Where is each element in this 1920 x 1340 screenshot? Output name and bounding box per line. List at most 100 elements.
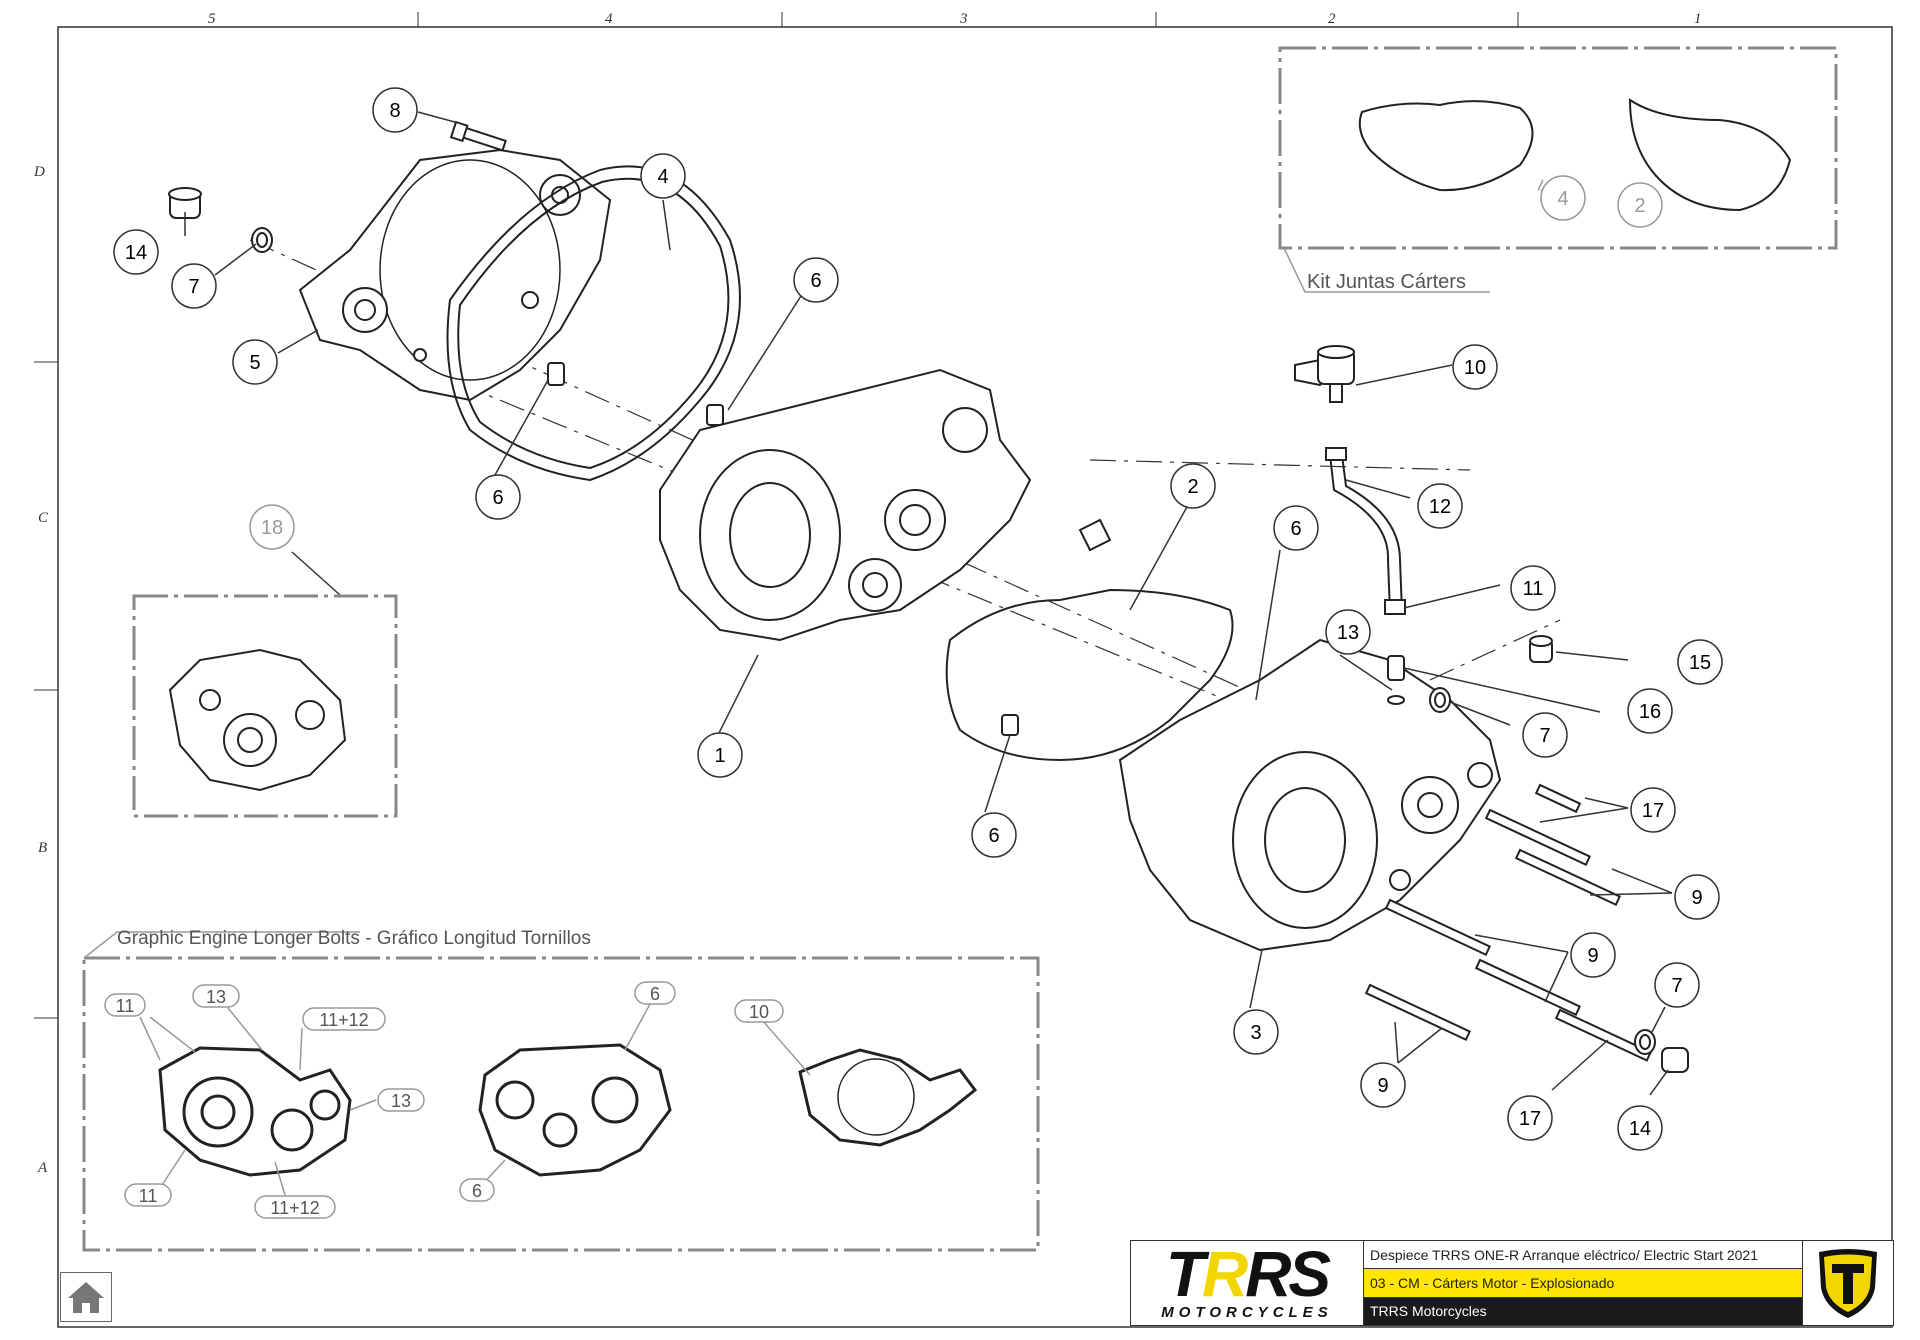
- tag-6-a: 6: [650, 984, 660, 1004]
- callout-4[interactable]: 4: [640, 153, 686, 199]
- svg-text:6: 6: [810, 270, 821, 292]
- grid-row-a: A: [37, 1160, 48, 1176]
- callout-9-c[interactable]: 9: [1360, 1062, 1406, 1108]
- svg-text:1: 1: [714, 745, 725, 767]
- home-button[interactable]: [60, 1272, 112, 1322]
- svg-text:5: 5: [249, 352, 260, 374]
- svg-text:14: 14: [125, 242, 147, 264]
- grid-col-4: 4: [605, 11, 613, 27]
- crankcase-thumbnail: [168, 648, 347, 792]
- callout-6-b[interactable]: 6: [475, 474, 521, 520]
- svg-text:6: 6: [1290, 518, 1301, 540]
- tag-6-b: 6: [472, 1181, 482, 1201]
- svg-text:9: 9: [1691, 887, 1702, 909]
- part-breather-tube: [1325, 447, 1406, 615]
- svg-text:13: 13: [1337, 622, 1359, 644]
- callout-16[interactable]: 16: [1627, 688, 1673, 734]
- part-crankcase-gasket: [945, 518, 1234, 762]
- callout-6-a[interactable]: 6: [793, 257, 839, 303]
- callout-10[interactable]: 10: [1452, 344, 1498, 390]
- callout-6-d[interactable]: 6: [971, 812, 1017, 858]
- kit-callout-2[interactable]: 2: [1617, 182, 1663, 228]
- grid-ticks: [34, 12, 1519, 1019]
- callout-9-a[interactable]: 9: [1674, 874, 1720, 920]
- callout-12[interactable]: 12: [1417, 483, 1463, 529]
- callout-18[interactable]: 18: [249, 504, 295, 550]
- callout-8[interactable]: 8: [372, 87, 418, 133]
- home-icon: [68, 1282, 104, 1313]
- callout-7-right[interactable]: 7: [1654, 962, 1700, 1008]
- title-block-text: Despiece TRRS ONE-R Arranque eléctrico/ …: [1364, 1241, 1802, 1325]
- callout-6-c[interactable]: 6: [1273, 505, 1319, 551]
- tag-11-12-a: 11+12: [319, 1010, 368, 1030]
- part-plug-14-left: [168, 187, 273, 253]
- svg-text:7: 7: [1671, 975, 1682, 997]
- svg-text:17: 17: [1519, 1108, 1541, 1130]
- svg-text:16: 16: [1639, 701, 1661, 723]
- svg-text:12: 12: [1429, 496, 1451, 518]
- kit-callout-4[interactable]: 4: [1540, 175, 1586, 221]
- bolts-case-1: [158, 1046, 352, 1177]
- tag-13-b: 13: [391, 1091, 411, 1111]
- svg-text:4: 4: [1557, 188, 1568, 210]
- svg-text:15: 15: [1689, 652, 1711, 674]
- kit-gasket-2: [1628, 98, 1792, 212]
- part-left-crankcase: [659, 368, 1032, 642]
- brand-subline: MOTORCYCLES: [1161, 1303, 1333, 1321]
- part-fitting-13: [1387, 655, 1405, 705]
- tag-13-a: 13: [206, 987, 226, 1007]
- callout-2[interactable]: 2: [1170, 463, 1216, 509]
- tag-11-12-b: 11+12: [270, 1198, 319, 1218]
- callout-5[interactable]: 5: [232, 339, 278, 385]
- box-gasket-kit: 4 2 Kit Juntas Cárters: [1278, 46, 1838, 293]
- part-bolt-8: [449, 120, 507, 152]
- callout-13[interactable]: 13: [1325, 609, 1371, 655]
- bolts-panel-tags: [104, 981, 784, 1219]
- title-block: TRRS MOTORCYCLES Despiece TRRS ONE-R Arr…: [1130, 1240, 1894, 1326]
- grid-row-c: C: [38, 510, 49, 526]
- drawing-subtitle: 03 - CM - Cárters Motor - Explosionado: [1364, 1269, 1802, 1298]
- tag-11-b: 11: [139, 1186, 158, 1206]
- grid-col-2: 2: [1328, 11, 1336, 27]
- svg-text:8: 8: [389, 100, 400, 122]
- svg-text:10: 10: [1464, 357, 1486, 379]
- callout-9-b[interactable]: 9: [1570, 932, 1616, 978]
- callout-7-mid[interactable]: 7: [1522, 712, 1568, 758]
- callout-17-a[interactable]: 17: [1630, 787, 1676, 833]
- bolts-case-2: [478, 1043, 672, 1177]
- callout-11[interactable]: 11: [1510, 565, 1556, 611]
- callout-14-left[interactable]: 14: [113, 229, 159, 275]
- kit-gasket-4: [1358, 100, 1534, 192]
- tag-11-a: 11: [116, 996, 135, 1016]
- svg-text:4: 4: [657, 166, 668, 188]
- svg-text:17: 17: [1642, 800, 1664, 822]
- callout-17-b[interactable]: 17: [1507, 1095, 1553, 1141]
- svg-text:18: 18: [261, 517, 283, 539]
- callout-7-left[interactable]: 7: [171, 263, 217, 309]
- bolts-panel-label: Graphic Engine Longer Bolts - Gráfico Lo…: [117, 928, 591, 949]
- part-cap-15: [1429, 635, 1553, 713]
- svg-text:9: 9: [1587, 945, 1598, 967]
- tag-10: 10: [749, 1002, 769, 1022]
- callouts: 8 14 7 5 4 6 6 1 2 6 6 10 12 11 13 15 16…: [113, 87, 1723, 1151]
- part-right-crankcase: [1118, 638, 1502, 952]
- svg-text:11: 11: [1523, 578, 1544, 600]
- callout-15[interactable]: 15: [1677, 639, 1723, 685]
- brand-logo: TRRS MOTORCYCLES: [1131, 1241, 1364, 1325]
- box-longer-bolts: Graphic Engine Longer Bolts - Gráfico Lo…: [82, 928, 1040, 1252]
- part-long-bolts: [1364, 783, 1689, 1073]
- drawing-frame: [57, 26, 1893, 1328]
- grid-col-3: 3: [959, 11, 968, 27]
- drawing-title: Despiece TRRS ONE-R Arranque eléctrico/ …: [1364, 1241, 1802, 1270]
- svg-text:2: 2: [1634, 195, 1645, 217]
- callout-14-right[interactable]: 14: [1617, 1105, 1663, 1151]
- callout-3[interactable]: 3: [1233, 1009, 1279, 1055]
- svg-text:3: 3: [1250, 1022, 1261, 1044]
- box-complete-crankcase: [132, 594, 398, 818]
- part-cover-gasket: [446, 165, 741, 482]
- callout-1[interactable]: 1: [697, 732, 743, 778]
- company-name: TRRS Motorcycles: [1364, 1297, 1802, 1325]
- svg-text:14: 14: [1629, 1118, 1651, 1140]
- grid-row-b: B: [38, 840, 47, 856]
